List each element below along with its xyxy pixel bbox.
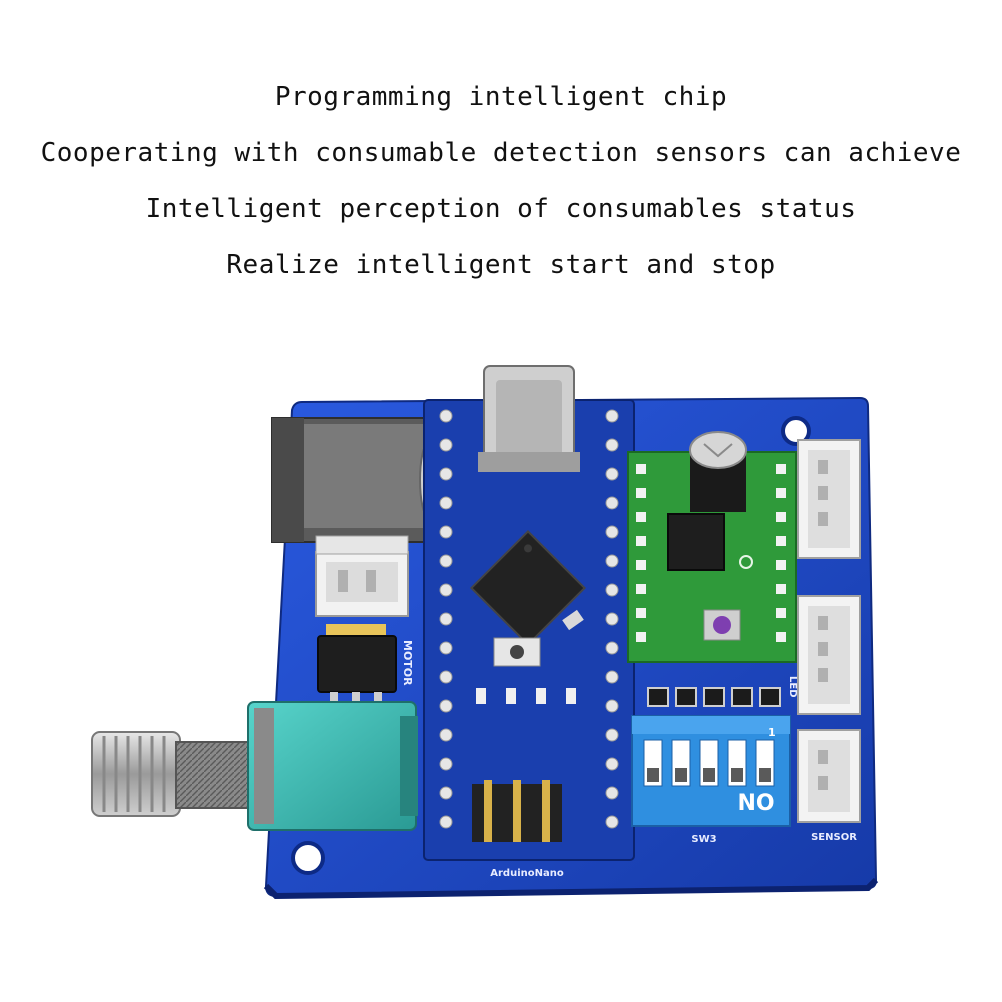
header-pin	[605, 641, 619, 655]
silkscreen-motor: MOTOR	[401, 640, 414, 686]
header-pin	[605, 757, 619, 771]
smd-resistor	[675, 687, 697, 707]
driver-pad	[776, 536, 786, 546]
dip-switch-toggle	[731, 768, 743, 782]
silkscreen-arduino-nano: ArduinoNano	[490, 868, 564, 879]
header-pin	[605, 438, 619, 452]
header-pin	[439, 699, 453, 713]
dip-switch-number: 1	[768, 726, 776, 739]
dip-switch-toggle	[675, 768, 687, 782]
microcontroller-chip	[470, 530, 586, 646]
driver-pad	[636, 464, 646, 474]
smd-resistor	[703, 687, 725, 707]
header-pin	[439, 583, 453, 597]
header-pin	[605, 583, 619, 597]
smd-resistor	[647, 687, 669, 707]
header-pin	[605, 728, 619, 742]
header-pin	[439, 670, 453, 684]
header-pin	[605, 699, 619, 713]
header-pin	[605, 467, 619, 481]
header-pin	[439, 554, 453, 568]
header-pin	[439, 496, 453, 510]
arduino-nano-module: ArduinoNano	[423, 365, 635, 879]
caption-line-2: Cooperating with consumable detection se…	[40, 138, 962, 168]
dip-switch-toggle	[647, 768, 659, 782]
potentiometer-knob	[91, 701, 418, 831]
driver-pad	[636, 488, 646, 498]
mounting-hole-top-right	[781, 416, 811, 446]
header-pin	[605, 786, 619, 800]
driver-pad	[636, 608, 646, 618]
led-resistor-row	[647, 687, 781, 707]
sensor-connectors	[797, 439, 861, 823]
smd-resistor	[731, 687, 753, 707]
mosfet-chip	[317, 624, 397, 702]
sensor-connector	[797, 595, 861, 715]
driver-pad	[776, 464, 786, 474]
header-pins-right	[605, 409, 619, 829]
caption-line-4: Realize intelligent start and stop	[226, 250, 776, 280]
driver-pad	[636, 584, 646, 594]
driver-pad	[636, 512, 646, 522]
driver-pad	[776, 560, 786, 570]
driver-pads	[636, 464, 786, 642]
header-pin	[439, 757, 453, 771]
header-pin	[439, 728, 453, 742]
silkscreen-led: LED	[787, 676, 798, 698]
header-pin	[605, 815, 619, 829]
sensor-connector	[797, 439, 861, 559]
mounting-hole-bottom-left	[291, 841, 325, 875]
header-pin	[439, 612, 453, 626]
dip-switch-toggle	[703, 768, 715, 782]
header-pins-left	[439, 409, 453, 829]
icsp-header	[472, 780, 562, 842]
dc-power-jack	[271, 417, 437, 543]
driver-pad	[776, 632, 786, 642]
header-pin	[439, 438, 453, 452]
header-pin	[605, 612, 619, 626]
header-pin	[605, 409, 619, 423]
driver-pad	[636, 632, 646, 642]
driver-pad	[776, 488, 786, 498]
header-pin	[605, 670, 619, 684]
driver-chip	[667, 513, 725, 571]
caption-line-3: Intelligent perception of consumables st…	[145, 194, 857, 224]
driver-pad	[776, 584, 786, 594]
caption-line-1: Programming intelligent chip	[274, 82, 728, 112]
header-pin	[605, 554, 619, 568]
header-pin	[439, 409, 453, 423]
header-pin	[439, 641, 453, 655]
driver-pad	[636, 560, 646, 570]
dip-switch-on-label: NO	[737, 791, 774, 816]
silkscreen-sw3: SW3	[691, 834, 716, 845]
dip-switch: NO 1	[631, 715, 791, 827]
driver-pad	[776, 512, 786, 522]
sensor-connector	[797, 729, 861, 823]
header-pin	[605, 496, 619, 510]
crystal	[562, 609, 584, 631]
header-pin	[439, 815, 453, 829]
header-pin	[439, 525, 453, 539]
header-pin	[439, 467, 453, 481]
driver-pad	[636, 536, 646, 546]
silkscreen-sensor: SENSOR	[811, 832, 857, 843]
smd-resistor	[759, 687, 781, 707]
driver-pad	[776, 608, 786, 618]
power-connector	[315, 535, 409, 617]
dip-switch-toggle	[759, 768, 771, 782]
capacitor	[689, 431, 747, 512]
header-pin	[605, 525, 619, 539]
controller-board-image: MOTOR	[91, 365, 879, 900]
header-pin	[439, 786, 453, 800]
stepper-driver-module	[627, 431, 797, 663]
